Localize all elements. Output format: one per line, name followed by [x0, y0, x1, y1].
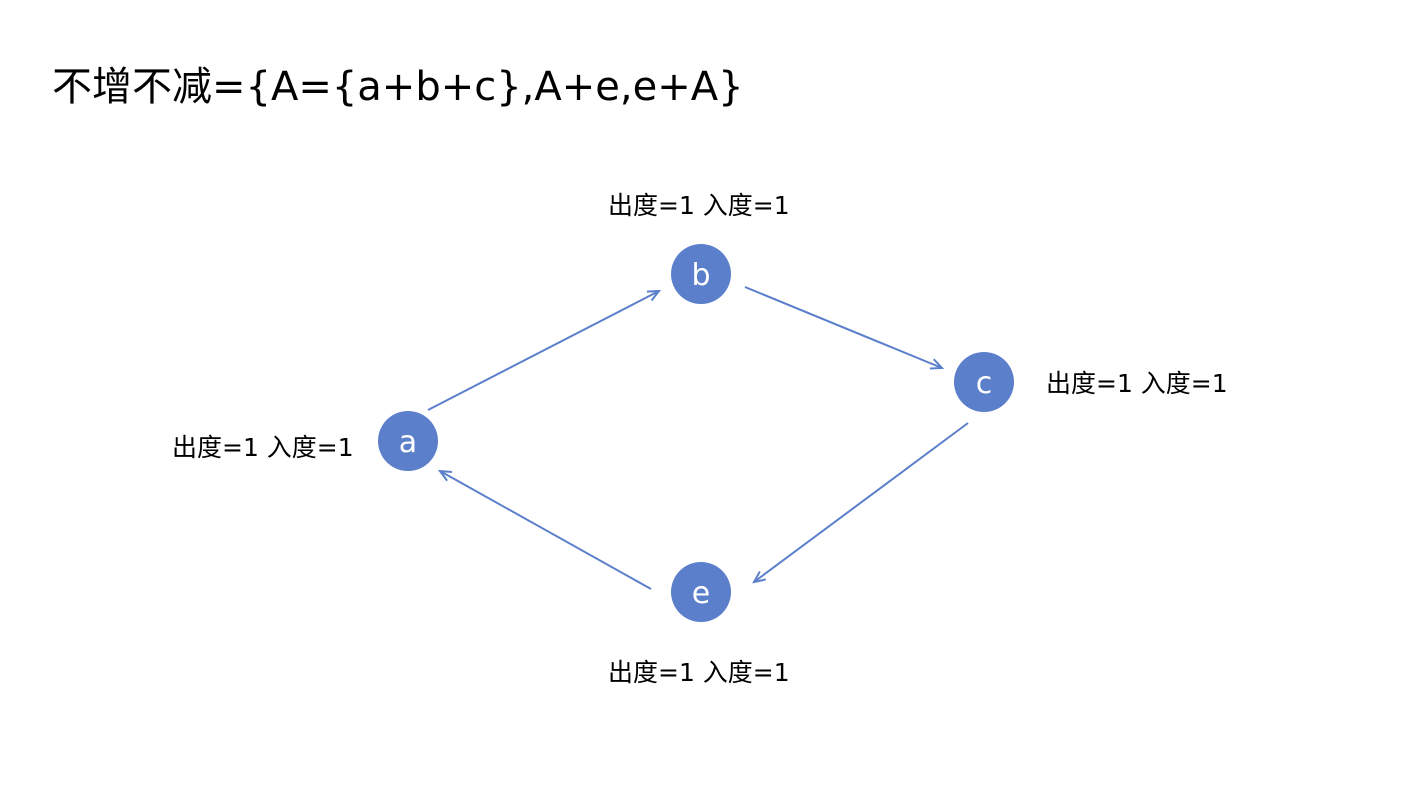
node-a-label: a [399, 425, 417, 460]
node-e-circle [671, 562, 731, 622]
edge-a-to-b [427, 291, 659, 411]
node-b: b [671, 244, 731, 304]
node-b-degree-label: 出度=1 入度=1 [608, 191, 790, 220]
node-c-circle [954, 352, 1014, 412]
node-e-degree-label: 出度=1 入度=1 [608, 658, 790, 687]
node-c: c [954, 352, 1014, 412]
edge-e-to-a [440, 471, 652, 590]
edge-b-to-c [744, 286, 942, 368]
node-c-label: c [976, 366, 993, 401]
node-a-circle [378, 411, 438, 471]
edge-c-to-e [754, 422, 969, 582]
node-e: e [671, 562, 731, 622]
node-e-label: e [692, 576, 710, 611]
node-b-label: b [691, 258, 710, 293]
node-b-circle [671, 244, 731, 304]
node-a-degree-label: 出度=1 入度=1 [172, 433, 354, 462]
node-a: a [378, 411, 438, 471]
node-c-degree-label: 出度=1 入度=1 [1046, 369, 1228, 398]
diagram-title: 不增不减={A={a+b+c},A+e,e+A} [52, 64, 744, 110]
